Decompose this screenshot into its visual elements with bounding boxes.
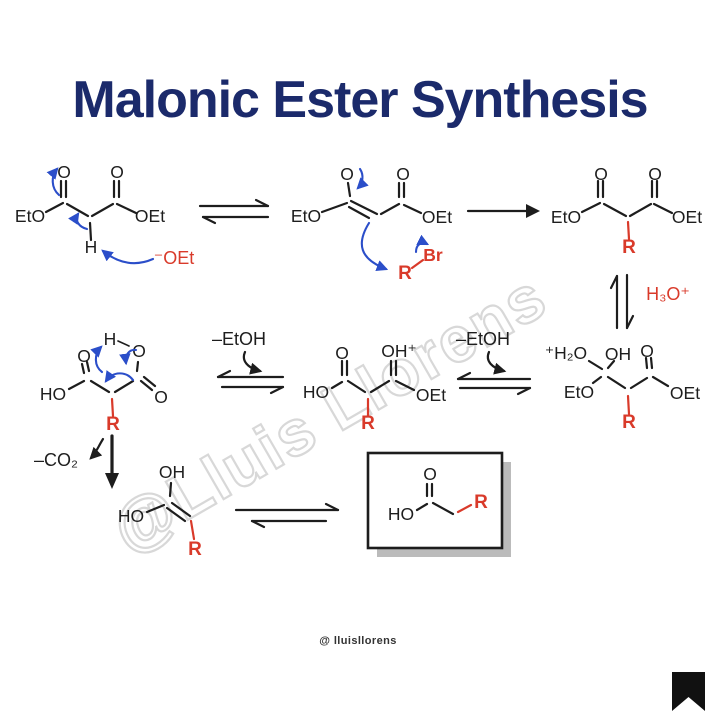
- structure-alkylated-malonate: EtO O O OEt R: [551, 164, 702, 258]
- structure-cyclic-transition-state: H O O O HO R: [40, 329, 168, 435]
- equilibrium-arrow-mid-left: [216, 350, 285, 395]
- atom-label: EtO: [564, 382, 594, 402]
- atom-label: EtO: [291, 206, 321, 226]
- hydronium-label: H₃O⁺: [646, 284, 690, 304]
- atom-label: O: [340, 164, 354, 184]
- atom-label: OEt: [672, 207, 702, 227]
- atom-label: OEt: [135, 206, 165, 226]
- structure-tetrahedral-intermediate: ⁺H₂O OH O EtO OEt R: [545, 341, 700, 433]
- bond-skeleton: [580, 179, 674, 241]
- atom-label: HO: [40, 384, 66, 404]
- atom-label: O: [154, 387, 168, 407]
- bond-skeleton: [587, 356, 670, 416]
- atom-label: O: [335, 343, 349, 363]
- box-frame: [366, 451, 504, 550]
- structure-diethyl-malonate: EtO O O OEt H ⁻OEt: [15, 162, 194, 268]
- r-group-label: R: [474, 492, 488, 513]
- footer-handle: @ lluisllorens: [319, 635, 396, 647]
- atom-label: O: [77, 346, 91, 366]
- atom-label: O: [396, 164, 410, 184]
- bond-skeleton: [145, 481, 196, 541]
- atom-label: O: [594, 164, 608, 184]
- ethoxide-base-label: ⁻OEt: [154, 248, 195, 268]
- minus-co2-label: –CO₂: [34, 450, 78, 470]
- atom-label: O: [423, 464, 437, 484]
- atom-label: EtO: [15, 206, 45, 226]
- r-group-label: R: [398, 263, 412, 284]
- equilibrium-arrow-top: [198, 198, 270, 225]
- structure-enolate: EtO O O OEt R Br: [291, 164, 452, 284]
- forward-arrow: [466, 204, 540, 218]
- structure-carboxylic-acid-product: O HO R: [388, 464, 488, 524]
- curved-arrows-alkylation: [356, 167, 430, 272]
- atom-label: O: [648, 164, 662, 184]
- atom-label: OH: [605, 344, 631, 364]
- atom-label: O: [640, 341, 654, 361]
- atom-label: O: [110, 162, 124, 182]
- atom-label: HO: [303, 382, 329, 402]
- r-group-label: R: [622, 412, 636, 433]
- product-box: O HO R: [366, 451, 511, 557]
- bond-skeleton: [44, 179, 138, 242]
- atom-label: OH⁺: [381, 341, 417, 361]
- bond-skeleton: [415, 482, 473, 516]
- bond-skeleton: [67, 340, 157, 418]
- minus-etoh-label-left: –EtOH: [212, 329, 266, 349]
- alkyl-halide: R Br: [398, 245, 443, 284]
- atom-label: OH: [159, 462, 185, 482]
- page-title: Malonic Ester Synthesis: [72, 71, 647, 129]
- curved-arrows-decarboxylation: [90, 345, 138, 383]
- curved-arrows-deprotonation: [46, 167, 155, 265]
- bromine-label: Br: [423, 245, 443, 265]
- atom-label: OEt: [670, 383, 700, 403]
- bond-skeleton: [330, 359, 416, 418]
- bookmark-icon[interactable]: [672, 672, 705, 711]
- minus-etoh-label-right: –EtOH: [456, 329, 510, 349]
- r-group-label: R: [361, 413, 375, 434]
- atom-label: HO: [118, 506, 144, 526]
- r-group-label: R: [106, 414, 120, 435]
- r-group-label: R: [188, 539, 202, 560]
- atom-label: ⁺H₂O: [545, 343, 587, 363]
- r-group-label: R: [622, 237, 636, 258]
- atom-label: EtO: [551, 207, 581, 227]
- atom-label: OEt: [416, 385, 446, 405]
- equilibrium-arrow-vertical: [609, 273, 635, 330]
- bond-skeleton: [320, 181, 423, 220]
- equilibrium-arrow-mid-right: [456, 350, 532, 396]
- decarboxylation-arrow: [89, 434, 119, 489]
- atom-label: O: [57, 162, 71, 182]
- structure-enol: OH HO R: [118, 462, 202, 560]
- atom-label: OEt: [422, 207, 452, 227]
- atom-label: H: [104, 329, 117, 349]
- atom-label: O: [132, 341, 146, 361]
- structure-protonated-ester: O OH⁺ HO OEt R: [303, 341, 446, 434]
- equilibrium-arrow-bottom: [234, 502, 340, 529]
- atom-label: HO: [388, 504, 414, 524]
- atom-label: H: [85, 237, 98, 257]
